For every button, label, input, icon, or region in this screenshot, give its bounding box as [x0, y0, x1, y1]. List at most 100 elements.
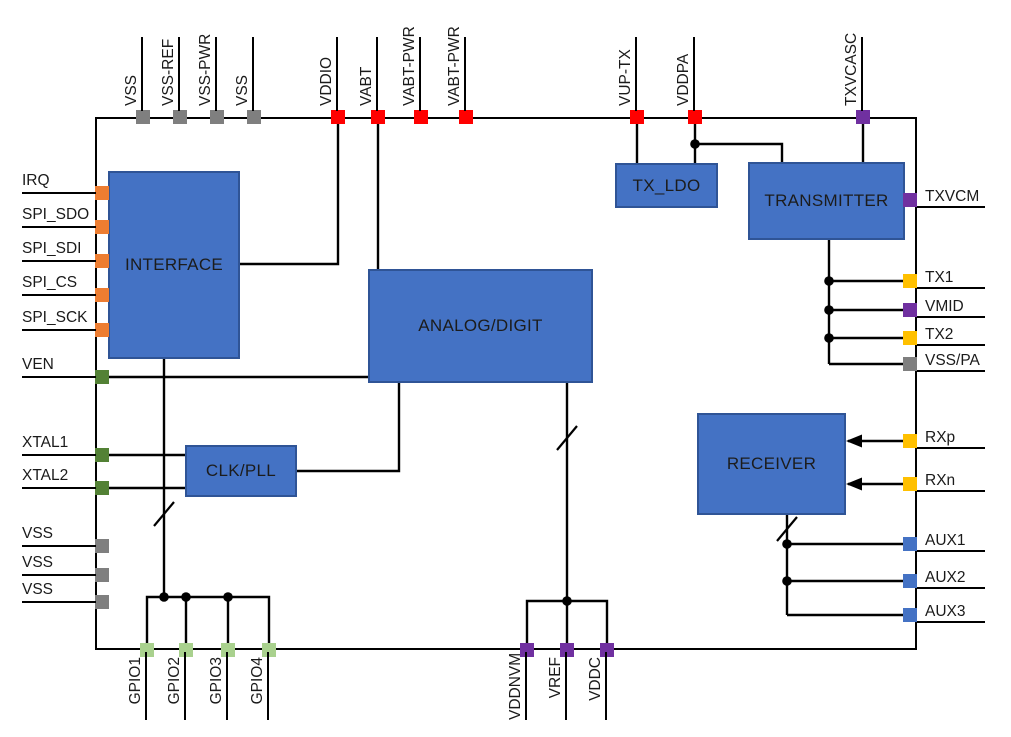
pin-label-left-vss-8: VSS [22, 525, 54, 542]
pin-bottom-gpio1 [140, 643, 154, 657]
pin-right-vmid [903, 303, 917, 317]
arrowhead-icon-0 [846, 434, 862, 448]
pin-label-right-vmid: VMID [925, 298, 964, 315]
pin-bottom-gpio4 [262, 643, 276, 657]
pin-line-right-4 [917, 370, 985, 372]
wire-0 [240, 117, 340, 266]
pin-label-right-aux1: AUX1 [925, 532, 966, 549]
pin-left-vss-10 [95, 595, 109, 609]
pin-label-top-vss-pwr: VSS-PWR [197, 34, 217, 111]
block-clk-pll: CLK/PLL [185, 445, 297, 497]
pin-left-spi-sdi-2 [95, 254, 109, 268]
pin-top-vss-pwr [210, 110, 224, 124]
pin-label-right-tx1: TX1 [925, 269, 954, 286]
pin-bottom-vddnvm [520, 643, 534, 657]
pin-line-left-7 [22, 487, 96, 489]
wire-19 [145, 595, 271, 648]
pin-line-left-1 [22, 226, 96, 228]
block-analog-digit: ANALOG/DIGIT [368, 269, 593, 383]
junction-dot-2 [824, 305, 834, 315]
pin-line-left-3 [22, 294, 96, 296]
pin-label-top-vabt: VABT [358, 37, 378, 111]
block-receiver: RECEIVER [697, 413, 846, 515]
pin-label-top-vabt-pwr: VABT-PWR [446, 26, 466, 111]
pin-right-tx2 [903, 331, 917, 345]
pin-bottom-vddc [600, 643, 614, 657]
pin-bottom-vref [560, 643, 574, 657]
pin-right-aux1 [903, 537, 917, 551]
pin-top-vss [247, 110, 261, 124]
pin-label-left-xtal2-7: XTAL2 [22, 467, 69, 484]
pin-left-irq-0 [95, 186, 109, 200]
pin-right-rxn [903, 477, 917, 491]
pin-line-right-0 [917, 206, 985, 208]
pin-line-left-9 [22, 574, 96, 576]
pin-label-left-spi-cs-3: SPI_CS [22, 274, 78, 291]
pin-label-bottom-gpio4: GPIO4 [249, 652, 269, 720]
pin-label-top-vss: VSS [123, 37, 143, 111]
pin-label-left-spi-sdo-1: SPI_SDO [22, 206, 90, 223]
pin-left-spi-sdo-1 [95, 220, 109, 234]
pin-label-bottom-vref: VREF [547, 652, 567, 720]
pin-label-right-aux2: AUX2 [925, 569, 966, 586]
pin-right-aux2 [903, 574, 917, 588]
pin-line-right-8 [917, 587, 985, 589]
pin-line-left-6 [22, 454, 96, 456]
pin-label-left-vss-9: VSS [22, 554, 54, 571]
pin-label-top-txvcasc: TXVCASC [843, 33, 863, 111]
pin-right-tx1 [903, 274, 917, 288]
pin-left-xtal2-7 [95, 481, 109, 495]
pin-label-bottom-gpio3: GPIO3 [208, 652, 228, 720]
pin-label-left-xtal1-6: XTAL1 [22, 434, 69, 451]
pin-label-top-vddpa: VDDPA [675, 37, 695, 111]
pin-line-right-7 [917, 550, 985, 552]
pin-line-left-4 [22, 329, 96, 331]
pin-line-right-1 [917, 287, 985, 289]
pin-left-spi-cs-3 [95, 288, 109, 302]
junction-dot-4 [782, 539, 792, 549]
block-tx-ldo: TX_LDO [615, 163, 718, 208]
junction-dot-9 [562, 596, 572, 606]
junction-dot-0 [690, 139, 700, 149]
wire-25 [297, 383, 401, 473]
bus-slash-icon-1 [556, 425, 578, 451]
pin-line-right-5 [917, 447, 985, 449]
pin-top-vss [136, 110, 150, 124]
pin-top-vabt-pwr [414, 110, 428, 124]
pin-left-xtal1-6 [95, 448, 109, 462]
bus-slash-icon-0 [153, 501, 175, 527]
pin-top-vddpa [688, 110, 702, 124]
pin-label-right-rxp: RXp [925, 429, 956, 446]
bus-slash-icon-2 [776, 516, 798, 542]
pin-top-vabt [371, 110, 385, 124]
junction-dot-5 [782, 576, 792, 586]
pin-line-right-3 [917, 344, 985, 346]
wire-4 [695, 142, 784, 162]
pin-right-aux3 [903, 608, 917, 622]
pin-label-bottom-vddc: VDDC [587, 652, 607, 720]
pin-label-top-vup-tx: VUP-TX [617, 37, 637, 111]
pin-top-vup-tx [630, 110, 644, 124]
junction-dot-1 [824, 276, 834, 286]
junction-dot-7 [181, 592, 191, 602]
pin-label-left-spi-sdi-2: SPI_SDI [22, 240, 82, 257]
pin-label-left-irq-0: IRQ [22, 172, 50, 189]
pin-label-bottom-vddnvm: VDDNVM [507, 652, 527, 720]
pin-label-bottom-gpio1: GPIO1 [127, 652, 147, 720]
pin-label-top-vss: VSS [234, 37, 254, 111]
pin-top-txvcasc [856, 110, 870, 124]
pin-line-right-6 [917, 490, 985, 492]
pin-label-right-vss-pa: VSS/PA [925, 352, 980, 369]
pin-line-right-9 [917, 621, 985, 623]
arrowhead-icon-1 [846, 477, 862, 491]
pin-top-vddio [331, 110, 345, 124]
pin-right-txvcm [903, 193, 917, 207]
block-transmitter: TRANSMITTER [748, 162, 905, 240]
pin-label-top-vabt-pwr: VABT-PWR [401, 26, 421, 111]
pin-label-right-rxn: RXn [925, 472, 956, 489]
pin-label-left-ven-5: VEN [22, 356, 54, 373]
pin-label-top-vss-ref: VSS-REF [160, 37, 180, 111]
pin-line-left-5 [22, 376, 96, 378]
